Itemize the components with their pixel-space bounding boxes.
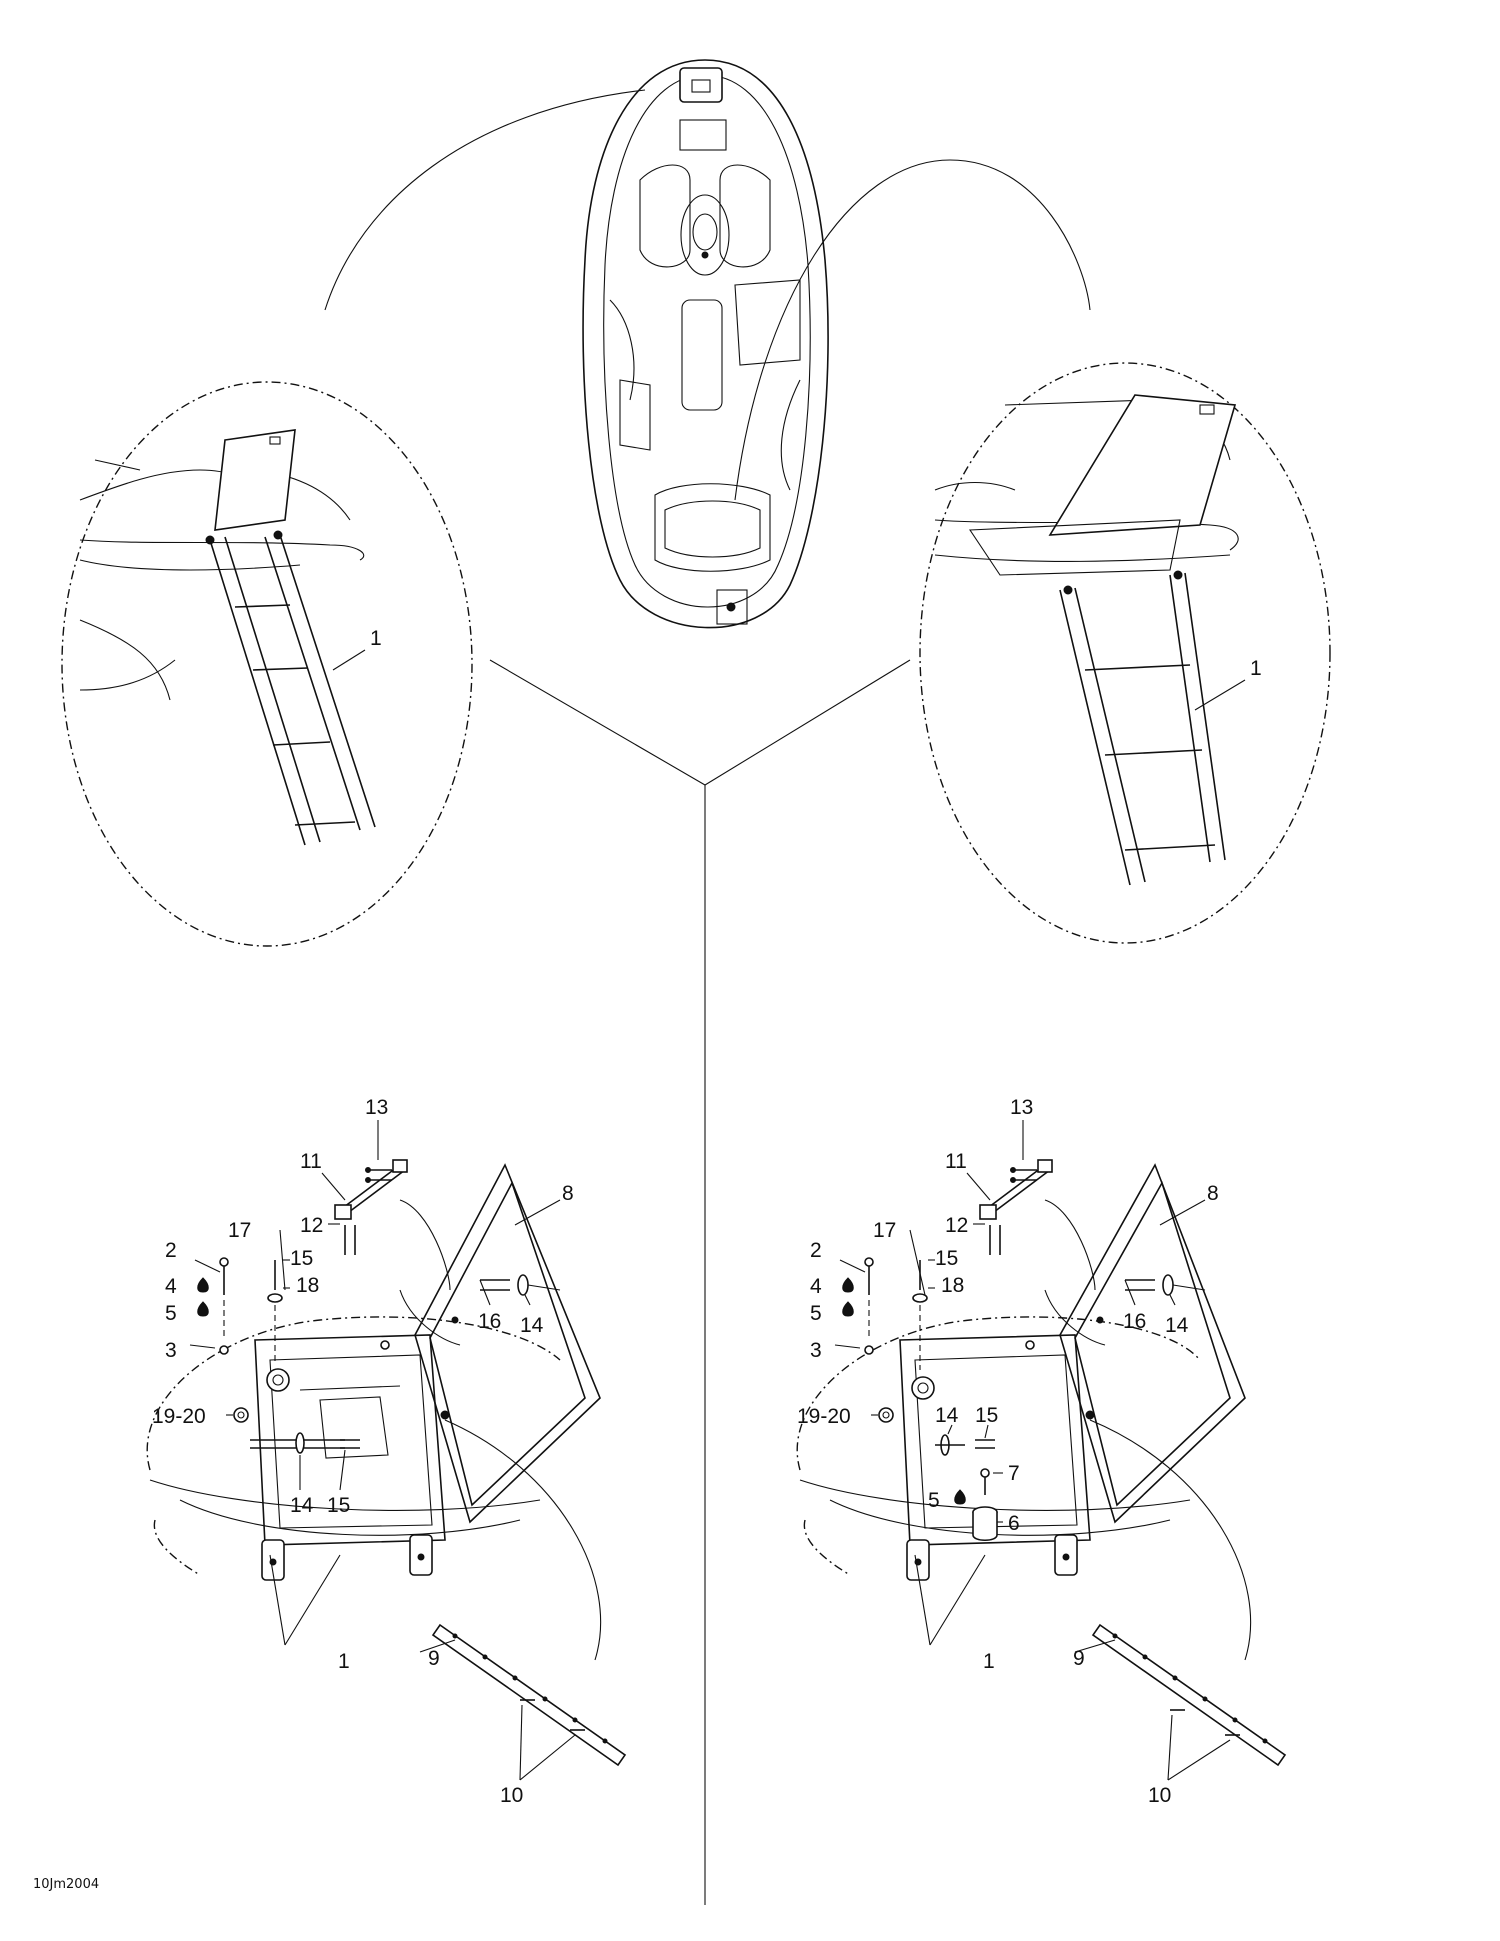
callout-4-left: 4 xyxy=(165,1275,177,1298)
callout-8-left: 8 xyxy=(562,1182,574,1205)
callout-7-right: 7 xyxy=(1008,1462,1020,1485)
callout-2-right: 2 xyxy=(810,1239,822,1262)
callout-15-left-top: 15 xyxy=(290,1247,313,1270)
callout-1-top-left: 1 xyxy=(370,627,382,650)
callout-2-left: 2 xyxy=(165,1239,177,1262)
callout-6-right: 6 xyxy=(1008,1512,1020,1535)
callout-15-left-bottom: 15 xyxy=(327,1494,350,1517)
callout-4-right: 4 xyxy=(810,1275,822,1298)
callout-5-right-bottom: 5 xyxy=(928,1489,940,1512)
callout-15-right-bottom: 15 xyxy=(975,1404,998,1427)
callout-18-right: 18 xyxy=(941,1274,964,1297)
callout-9-right: 9 xyxy=(1073,1647,1085,1670)
callout-5-left: 5 xyxy=(165,1302,177,1325)
callout-17-left: 17 xyxy=(228,1219,251,1242)
callout-5-right-top: 5 xyxy=(810,1302,822,1325)
callout-14-right-bottom: 14 xyxy=(935,1404,959,1427)
callout-19-20-left: 19-20 xyxy=(152,1405,206,1428)
callout-16-left: 16 xyxy=(478,1310,501,1333)
callout-13-left: 13 xyxy=(365,1096,388,1119)
detail-right-ladder: 1 xyxy=(919,362,1331,944)
callout-10-right: 10 xyxy=(1148,1784,1171,1807)
callout-3-left: 3 xyxy=(165,1339,177,1362)
callout-10-left: 10 xyxy=(500,1784,523,1807)
callout-1-top-right: 1 xyxy=(1250,657,1262,680)
callout-12-left: 12 xyxy=(300,1214,323,1237)
callout-14-right-top: 14 xyxy=(1165,1314,1189,1337)
callout-8-right: 8 xyxy=(1207,1182,1219,1205)
callout-11-left: 11 xyxy=(300,1150,322,1173)
callout-17-right: 17 xyxy=(873,1219,896,1242)
assembly-left: 13 11 8 12 17 2 15 18 4 16 14 5 3 19-20 … xyxy=(146,1096,627,1807)
callout-18-left: 18 xyxy=(296,1274,319,1297)
callout-19-20-right: 19-20 xyxy=(797,1405,851,1428)
callout-14-left-top: 14 xyxy=(520,1314,544,1337)
callout-14-left-bottom: 14 xyxy=(290,1494,314,1517)
assembly-right: 13 11 8 12 17 2 15 18 4 16 14 5 3 19-20 … xyxy=(796,1096,1287,1807)
detail-left-ladder: 1 xyxy=(61,381,473,947)
callout-16-right: 16 xyxy=(1123,1310,1146,1333)
callout-12-right: 12 xyxy=(945,1214,968,1237)
callout-9-left: 9 xyxy=(428,1647,440,1670)
callout-1-left: 1 xyxy=(338,1650,350,1673)
callout-1-right: 1 xyxy=(983,1650,995,1673)
callout-3-right: 3 xyxy=(810,1339,822,1362)
callout-13-right: 13 xyxy=(1010,1096,1033,1119)
connector-lines xyxy=(324,89,1091,1905)
drawing-code: 10Jm2004 xyxy=(33,1877,99,1892)
callout-11-right: 11 xyxy=(945,1150,967,1173)
callout-15-right-top: 15 xyxy=(935,1247,958,1270)
boat-top-view xyxy=(582,59,829,629)
